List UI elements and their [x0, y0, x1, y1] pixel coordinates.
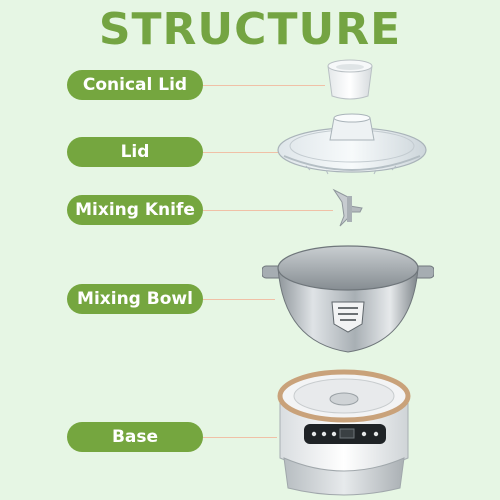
leader-line-conical-lid: [203, 85, 325, 86]
leader-line-mixing-knife: [203, 210, 333, 211]
mixing-bowl-image: [262, 245, 434, 353]
label-conical-lid: Conical Lid: [67, 70, 203, 100]
label-lid: Lid: [67, 137, 203, 167]
diagram-title: STRUCTURE: [98, 4, 402, 55]
label-mixing-bowl: Mixing Bowl: [67, 284, 203, 314]
conical-lid-image: [327, 59, 373, 100]
leader-line-mixing-bowl: [203, 299, 275, 300]
leader-line-lid: [203, 152, 279, 153]
lid-image: [277, 113, 427, 175]
mixing-knife-image: [332, 188, 363, 227]
leader-line-base: [203, 437, 277, 438]
base-image: [277, 369, 411, 496]
label-mixing-knife: Mixing Knife: [67, 195, 203, 225]
label-base: Base: [67, 422, 203, 452]
